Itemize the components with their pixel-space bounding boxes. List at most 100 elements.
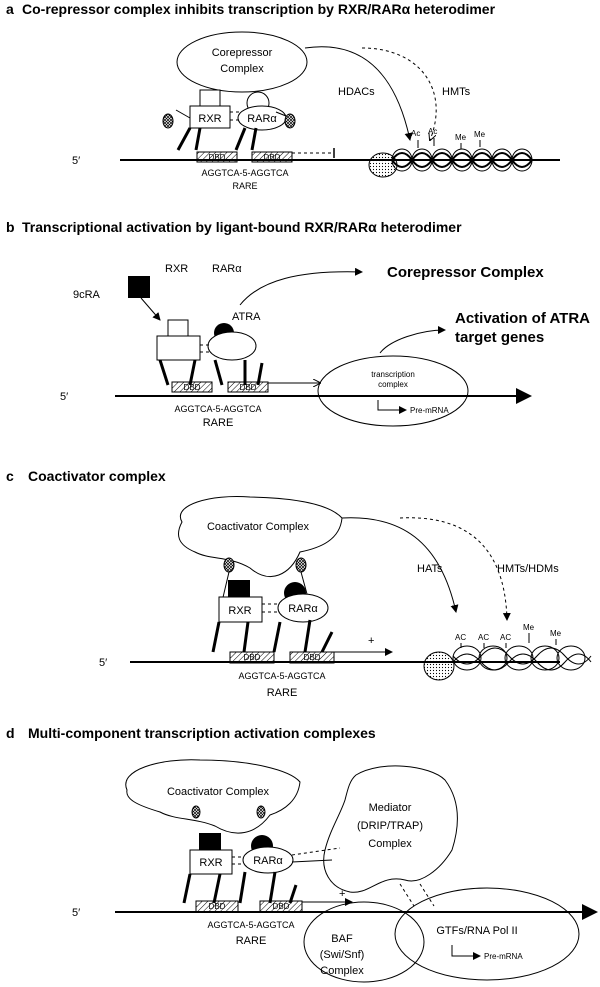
activation-leg [256, 362, 264, 386]
dbd-rar [251, 151, 293, 163]
hmts-label: HMTs [442, 86, 471, 98]
nucleosome-blob [423, 651, 455, 681]
dbd-legs [211, 619, 312, 653]
corepressor-out-label: Corepressor Complex [387, 264, 544, 281]
rare-sequence: AGGTCA-5-AGGTCA [201, 168, 288, 178]
corepressor-label-2: Complex [220, 63, 264, 75]
panel-b: b Transcriptional activation by ligant-b… [6, 219, 590, 429]
baf-label-3: Complex [320, 965, 364, 977]
gtfs-rna-pol-ii [394, 887, 580, 981]
panel-a-title: Co-repressor complex inhibits transcript… [22, 1, 496, 17]
coactivator-complex [178, 496, 343, 578]
atra-label: ATRA [232, 311, 261, 323]
me-mark: Me [474, 130, 486, 139]
coactivator-label: Coactivator Complex [167, 786, 270, 798]
dbd-legs [158, 359, 247, 386]
panel-c-label: c [6, 468, 14, 484]
panel-b-label: b [6, 219, 15, 235]
coactivator-label: Coactivator Complex [207, 521, 310, 533]
five-prime: 5′ [60, 391, 68, 403]
me-mark: Me [523, 623, 535, 632]
pre-mrna-label: Pre-mRNA [484, 952, 523, 961]
corepressor-tie [175, 109, 191, 119]
coactivator-dot [256, 805, 266, 819]
dbd-label: DBD [240, 383, 257, 392]
dbd-label: DBD [304, 653, 321, 662]
corepressor-complex [176, 31, 308, 93]
rar-label: RARα [253, 855, 283, 867]
corepressor-dot [284, 113, 296, 129]
dbd-legs [182, 871, 277, 904]
corepressor-dot [162, 113, 174, 129]
five-prime: 5′ [99, 657, 107, 669]
transcription-complex-label-2: complex [378, 380, 408, 389]
ac-mark: AC [455, 633, 466, 642]
baf-label-2: (Swi/Snf) [320, 949, 365, 961]
baf-label-1: BAF [331, 933, 353, 945]
dbd-label: DBD [264, 153, 281, 162]
rxr-label-top: RXR [165, 263, 188, 275]
dbd-rar [289, 651, 335, 664]
condensed-chromatin [391, 148, 533, 172]
gtfs-label: GTFs/RNA Pol II [436, 925, 517, 937]
activation-leg [320, 631, 334, 653]
corepressor-release-arrow [239, 267, 363, 306]
me-mark: Me [550, 629, 562, 638]
hdacs-arrow [304, 46, 413, 141]
dbd-rar [259, 900, 303, 913]
rxr-box [189, 105, 231, 129]
hmts-hdms-label: HMTs/HDMs [497, 563, 559, 575]
mediator-label-2: (DRIP/TRAP) [357, 820, 423, 832]
activation-label-2: target genes [455, 329, 544, 346]
panel-b-title: Transcriptional activation by ligant-bou… [22, 219, 462, 235]
dbd-rxr [229, 651, 275, 664]
pre-mrna-arrow [451, 945, 481, 960]
rxr-label: RXR [199, 857, 222, 869]
panel-d: d Multi-component transcription activati… [6, 725, 598, 983]
baf-complex [303, 901, 425, 983]
dbd-rxr [195, 900, 239, 913]
corepressor-label-1: Corepressor [212, 47, 273, 59]
dbd-label: DBD [273, 902, 290, 911]
rar-shape [242, 846, 294, 874]
mediator-complex [323, 765, 458, 893]
pre-mrna-label: Pre-mRNA [410, 406, 449, 415]
mediator-contact [291, 859, 333, 863]
dbd-label: DBD [209, 153, 226, 162]
hmts-arrow [361, 47, 437, 140]
mediator-gtf-link [399, 883, 415, 907]
rar-shape [207, 331, 257, 361]
ac-mark: AC [478, 633, 489, 642]
rare-sequence: AGGTCA-5-AGGTCA [238, 671, 325, 681]
hats-arrow [341, 517, 459, 613]
rxr-label: RXR [198, 113, 221, 125]
activation-label-1: Activation of ATRA [455, 310, 590, 327]
plus-sign: + [339, 888, 345, 900]
open-chromatin [452, 645, 592, 671]
panel-c-title: Coactivator complex [28, 468, 166, 484]
rxr-box [218, 596, 263, 623]
hmts-hdms-arrow [399, 517, 511, 621]
coactivator-dot [223, 557, 235, 573]
panel-d-label: d [6, 725, 15, 741]
rar-shape [277, 593, 329, 623]
five-prime: 5′ [72, 155, 80, 167]
rar-label: RARα [247, 113, 277, 125]
ac-mark: Ac [428, 127, 437, 136]
coactivator-dot [191, 805, 201, 819]
mediator-gtf-link [419, 883, 435, 907]
ac-mark: Ac [411, 129, 420, 138]
dbd-rar [227, 381, 269, 393]
activation-leg [288, 884, 298, 904]
dbd-rxr [171, 381, 213, 393]
rare-label: RARE [232, 181, 257, 191]
rxr-box [156, 335, 201, 361]
panel-d-title: Multi-component transcription activation… [28, 725, 376, 741]
rare-sequence: AGGTCA-5-AGGTCA [174, 404, 261, 414]
dbd-label: DBD [184, 383, 201, 392]
rare-label: RARE [236, 935, 267, 947]
pre-mrna-arrow [377, 400, 407, 414]
modification-ticks [460, 633, 557, 648]
rare-label: RARE [267, 687, 298, 699]
